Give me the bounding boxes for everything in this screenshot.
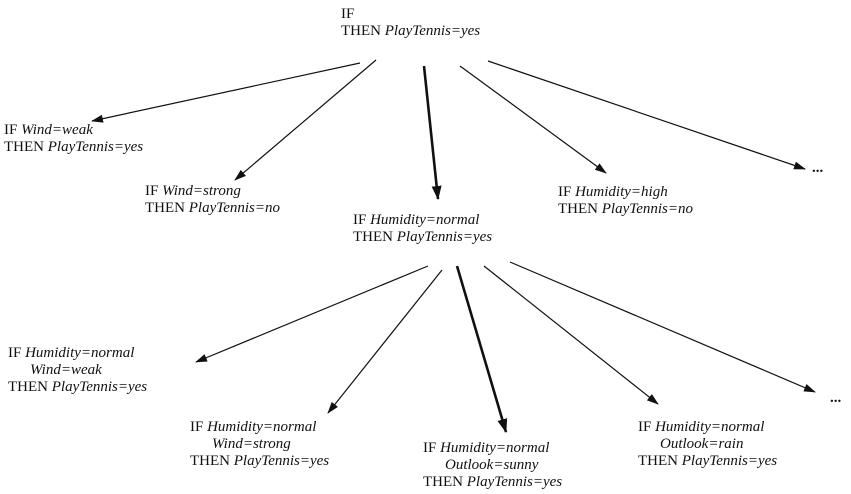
node-hn-wind-weak: IF Humidity=normal Wind=weak THEN PlayTe…	[8, 345, 147, 396]
edge-hn-wind-strong	[327, 269, 443, 414]
then-keyword: THEN	[190, 453, 230, 469]
if-keyword: IF	[558, 184, 572, 200]
conclusion: PlayTennis=yes	[681, 453, 778, 469]
then-keyword: THEN	[558, 201, 598, 217]
edge-root-ellipsis	[487, 60, 806, 170]
condition: Humidity=normal	[655, 419, 765, 435]
conclusion: PlayTennis=yes	[396, 229, 493, 245]
condition: Wind=weak	[21, 122, 93, 138]
condition: Humidity=normal	[440, 440, 550, 456]
condition: Wind=strong	[212, 436, 291, 452]
edge-hn-outlook-rain	[483, 265, 659, 405]
edge-hn-ellipsis	[509, 261, 816, 393]
condition: Wind=strong	[162, 183, 241, 199]
edge-root-humidity-normal	[422, 65, 442, 200]
conclusion: PlayTennis=no	[601, 201, 693, 217]
then-keyword: THEN	[8, 379, 48, 395]
then-keyword: THEN	[423, 474, 463, 490]
condition: Humidity=normal	[370, 212, 480, 228]
then-keyword: THEN	[353, 229, 393, 245]
conclusion: PlayTennis=yes	[384, 23, 481, 39]
condition: Outlook=rain	[660, 436, 744, 452]
ellipsis-level-2: ...	[830, 390, 842, 406]
then-keyword: THEN	[4, 139, 44, 155]
node-wind-strong: IF Wind=strong THEN PlayTennis=no	[145, 183, 280, 217]
node-wind-weak: IF Wind=weak THEN PlayTennis=yes	[4, 122, 143, 156]
if-keyword: IF	[4, 122, 18, 138]
then-keyword: THEN	[638, 453, 678, 469]
conclusion: PlayTennis=yes	[233, 453, 330, 469]
edge-hn-wind-weak	[195, 265, 429, 363]
if-keyword: IF	[638, 419, 652, 435]
node-hn-outlook-rain: IF Humidity=normal Outlook=rain THEN Pla…	[638, 419, 777, 470]
then-keyword: THEN	[341, 23, 381, 39]
conclusion: PlayTennis=no	[188, 200, 280, 216]
edge-root-humidity-high	[459, 65, 607, 174]
if-keyword: IF	[145, 183, 159, 199]
if-keyword: IF	[8, 345, 22, 361]
edge-root-wind-weak	[91, 62, 361, 123]
if-keyword: IF	[190, 419, 204, 435]
if-keyword: IF	[341, 6, 355, 22]
ellipsis-level-1: ...	[812, 160, 824, 176]
conclusion: PlayTennis=yes	[466, 474, 563, 490]
node-root: IF THEN PlayTennis=yes	[341, 6, 480, 40]
node-humidity-high: IF Humidity=high THEN PlayTennis=no	[558, 184, 693, 218]
conclusion: PlayTennis=yes	[47, 139, 144, 155]
edge-root-wind-strong	[234, 59, 377, 181]
condition: Outlook=sunny	[445, 457, 539, 473]
if-keyword: IF	[423, 440, 437, 456]
condition: Wind=weak	[30, 362, 102, 378]
node-hn-outlook-sunny: IF Humidity=normal Outlook=sunny THEN Pl…	[423, 440, 562, 491]
then-keyword: THEN	[145, 200, 185, 216]
node-hn-wind-strong: IF Humidity=normal Wind=strong THEN Play…	[190, 419, 329, 470]
conclusion: PlayTennis=yes	[51, 379, 148, 395]
condition: Humidity=high	[575, 184, 668, 200]
edge-hn-outlook-sunny	[455, 265, 508, 433]
condition: Humidity=normal	[25, 345, 135, 361]
condition: Humidity=normal	[207, 419, 317, 435]
if-keyword: IF	[353, 212, 367, 228]
node-humidity-normal: IF Humidity=normal THEN PlayTennis=yes	[353, 212, 492, 246]
